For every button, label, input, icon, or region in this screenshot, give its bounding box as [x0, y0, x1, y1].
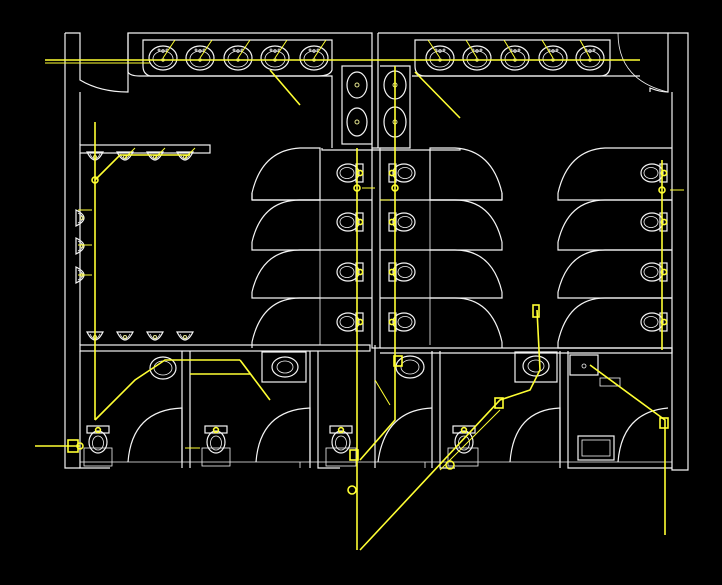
- bottom-room-fixtures: [83, 351, 621, 467]
- plumbing-lines: [35, 39, 684, 551]
- basin-counter-left: [142, 39, 333, 77]
- stall-block-right: [557, 147, 672, 349]
- urinal-room-walls: [79, 144, 371, 352]
- urinals: [75, 151, 194, 341]
- mop-sinks: [341, 65, 411, 149]
- stall-block-center: [251, 147, 503, 349]
- basin-counter-right: [414, 39, 611, 77]
- bottom-rooms-walls: [79, 345, 673, 469]
